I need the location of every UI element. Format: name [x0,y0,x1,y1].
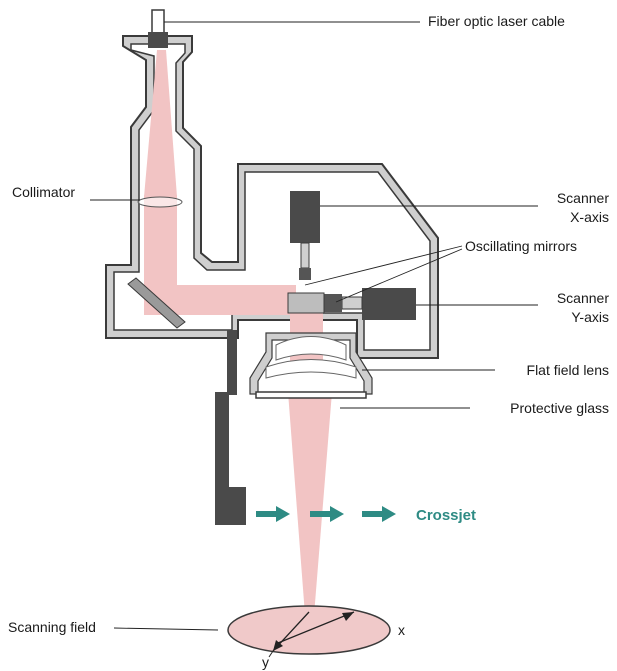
scanner-y-shaft [341,296,363,310]
scanner-y-motor [323,288,416,320]
scanner-x-mirror [299,268,311,280]
label-oscillating-mirrors: Oscillating mirrors [465,238,577,254]
fiber-connector [148,32,168,48]
crossjet-arrow-3 [362,506,396,522]
leader-lines [90,21,538,631]
label-scanner-x-line1: Scanner [557,190,609,206]
label-axis-y: y [262,654,269,670]
crossjet-nozzle [215,330,246,525]
flat-field-lens-assembly [249,332,373,399]
protective-glass [255,391,367,399]
x-axis-arrowhead [342,612,354,621]
x-axis-line [277,611,355,644]
beam-collimated-vertical [144,195,177,285]
oscillating-mirror-block [287,292,325,314]
crossjet-arrows [256,506,396,522]
flat-field-lens-lower [265,359,357,379]
scanner-y-motor-body [362,288,416,320]
scanning-field [227,605,391,658]
collimator-lens [137,196,183,208]
label-scanner-x-line2: X-axis [570,209,609,225]
scanner-y-mirror [323,294,342,312]
label-collimator: Collimator [12,184,75,200]
label-scanning-field: Scanning field [8,619,96,635]
label-flat-field-lens: Flat field lens [527,362,609,378]
label-fiber-cable: Fiber optic laser cable [428,13,565,29]
beam-focused-cone [288,392,332,628]
beam-divergent-cone [144,50,177,197]
crossjet-arrow-2 [310,506,344,522]
leader-mirrors-2 [335,248,463,303]
label-axis-x: x [398,622,405,638]
label-scanner-y-line1: Scanner [557,290,609,306]
leader-scanning-field [113,627,219,631]
scanner-x-motor-body [290,191,320,243]
crossjet-arrow-1 [256,506,290,522]
y-axis-arrowhead [273,640,283,651]
deflection-mirror [127,277,186,329]
label-scanner-y-line2: Y-axis [571,309,609,325]
y-axis-leader [268,650,274,658]
flat-field-lens-upper [275,336,347,361]
leader-mirrors-1 [304,245,463,286]
fiber-optic-cable [151,9,165,35]
scanner-x-shaft [300,242,310,269]
scanner-x-motor [290,191,320,280]
label-protective-glass: Protective glass [510,400,609,416]
label-crossjet: Crossjet [416,507,476,524]
